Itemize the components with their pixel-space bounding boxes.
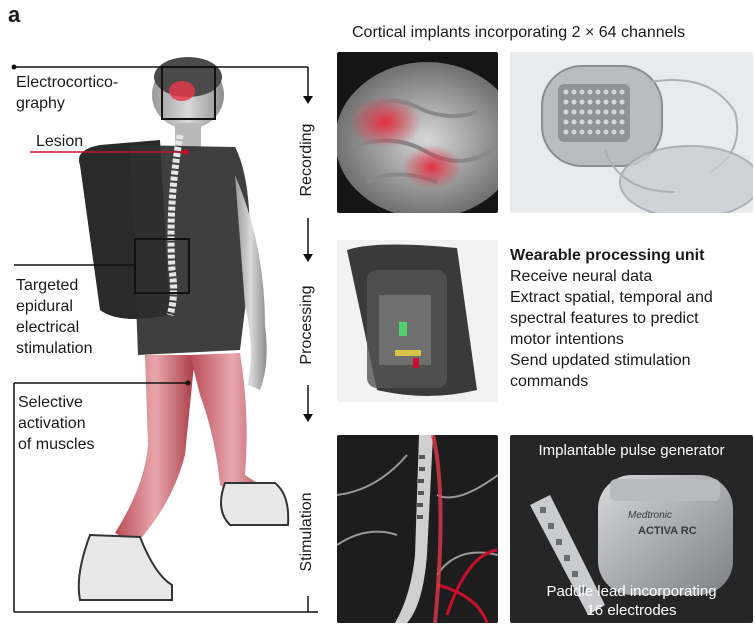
stage-processing: Processing <box>298 277 318 373</box>
label-muscle-activation: Selective activation of muscles <box>18 392 94 455</box>
spinal-lead-photo <box>337 435 498 623</box>
label-ecog: Electrocortico- graphy <box>16 72 118 114</box>
wearable-unit-photo <box>337 240 498 402</box>
wpu-description: Wearable processing unit Receive neural … <box>510 245 713 392</box>
label-targeted-stimulation: Targeted epidural electrical stimulation <box>16 275 92 359</box>
header-title: Cortical implants incorporating 2 × 64 c… <box>352 22 685 43</box>
wpu-title: Wearable processing unit <box>510 245 713 266</box>
device-model-name: ACTIVA RC <box>638 525 697 537</box>
cortical-implant-devices-photo <box>510 52 753 213</box>
label-lesion: Lesion <box>36 131 83 152</box>
stage-stimulation: Stimulation <box>298 480 318 584</box>
ipg-caption: Implantable pulse generator <box>510 441 753 460</box>
stage-recording: Recording <box>298 115 318 205</box>
paddle-lead-caption: Paddle lead incorporating 16 electrodes <box>510 582 753 620</box>
device-brand-name: Medtronic <box>628 510 672 521</box>
brain-implant-photo <box>337 52 498 213</box>
